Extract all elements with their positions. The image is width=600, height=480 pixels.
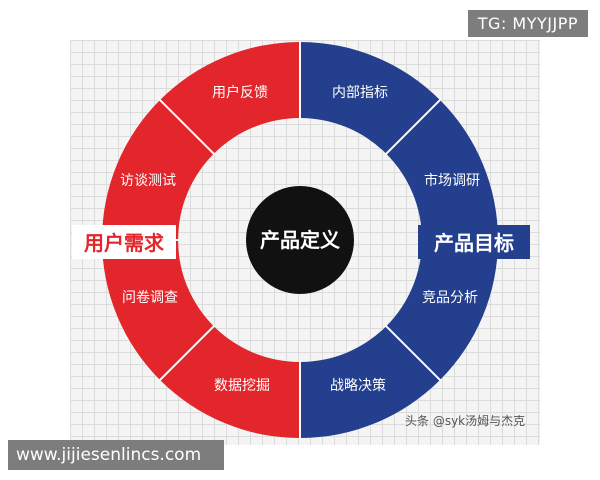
right-segment-label-4: 战略决策 [330,377,386,394]
overlay-tag-bottom-left: www.jijiesenlincs.com [8,440,224,470]
watermark-text: 头条 @syk汤姆与杰克 [405,414,526,428]
segment-divider-4 [158,324,216,382]
right-segment-label-2: 市场调研 [424,172,480,189]
center-label: 产品定义 [260,228,340,252]
right-label-box [418,225,530,259]
right-half-ring [300,42,498,438]
left-segment-label-2: 访谈测试 [120,173,176,189]
right-segment-label-3: 竞品分析 [422,289,478,306]
overlay-tag-top-right: TG: MYYJJPP [467,10,588,37]
segment-divider-6 [158,98,216,156]
left-half-arc [102,42,300,438]
left-segment-label-1: 用户反馈 [212,84,268,101]
left-label-box [72,225,176,259]
segment-divider-1 [384,98,442,156]
right-half-arc [300,42,498,438]
center-circle [246,186,354,294]
left-segment-label-3: 问卷调查 [122,290,178,306]
segment-divider-3 [384,324,442,382]
right-segment-label-1: 内部指标 [332,85,388,101]
left-half-label: 用户需求 [84,231,165,255]
left-half-ring [102,42,300,438]
left-segment-label-4: 数据挖掘 [214,378,270,394]
right-half-label: 产品目标 [434,231,514,255]
